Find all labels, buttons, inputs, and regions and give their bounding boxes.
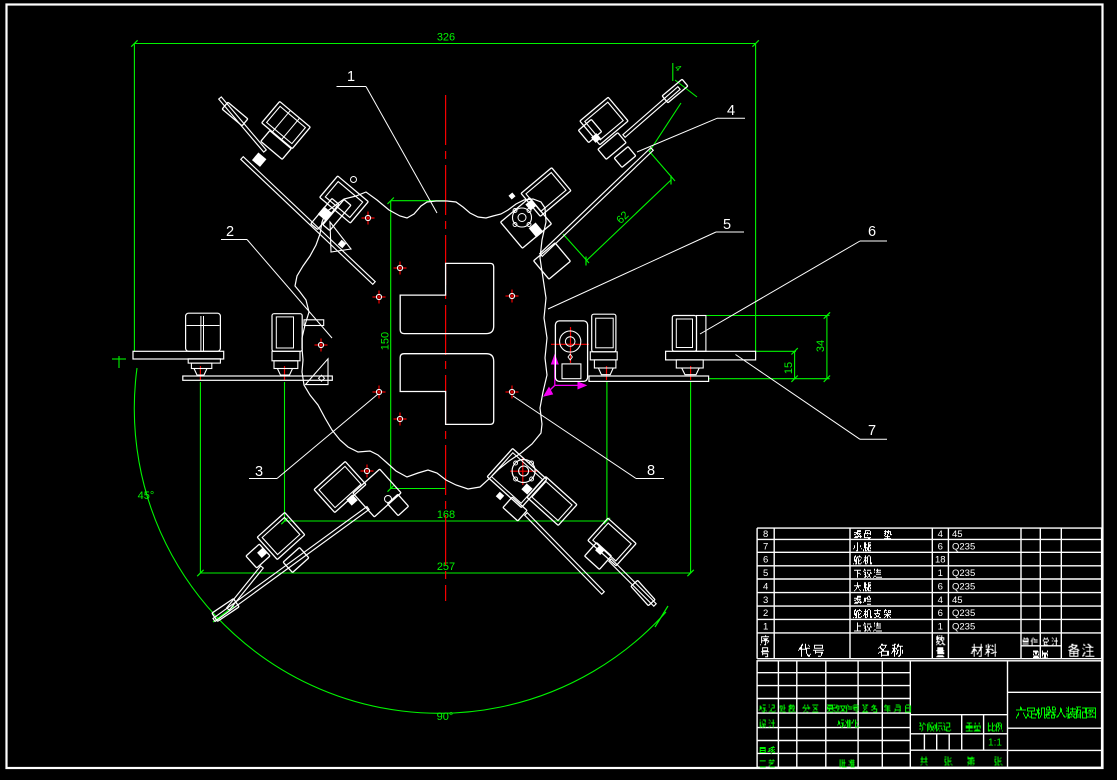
svg-text:2: 2 xyxy=(226,224,234,240)
svg-text:4: 4 xyxy=(727,103,735,119)
svg-text:15: 15 xyxy=(783,362,795,374)
svg-text:1: 1 xyxy=(763,622,768,633)
svg-text:45: 45 xyxy=(952,529,963,540)
svg-text:1: 1 xyxy=(938,568,943,579)
svg-text:8: 8 xyxy=(763,529,768,540)
svg-text:6: 6 xyxy=(868,224,876,240)
svg-text:5: 5 xyxy=(723,217,731,233)
svg-text:1:1: 1:1 xyxy=(988,738,1002,749)
svg-text:1: 1 xyxy=(938,622,943,633)
svg-text:4: 4 xyxy=(938,595,943,606)
svg-text:45: 45 xyxy=(952,595,963,606)
svg-text:3: 3 xyxy=(763,595,768,606)
svg-text:4: 4 xyxy=(673,63,684,74)
svg-text:257: 257 xyxy=(437,561,455,573)
svg-text:150: 150 xyxy=(380,332,392,350)
svg-text:1: 1 xyxy=(347,69,355,85)
svg-text:4: 4 xyxy=(763,581,768,592)
svg-text:6: 6 xyxy=(938,608,943,619)
svg-text:18: 18 xyxy=(935,555,946,566)
svg-text:6: 6 xyxy=(763,555,768,566)
svg-text:8: 8 xyxy=(647,463,655,479)
svg-text:6: 6 xyxy=(938,581,943,592)
svg-text:5: 5 xyxy=(763,568,768,579)
svg-text:Q235: Q235 xyxy=(952,608,975,619)
svg-text:Q235: Q235 xyxy=(952,622,975,633)
svg-text:2: 2 xyxy=(763,608,768,619)
svg-text:326: 326 xyxy=(437,32,455,44)
svg-text:3: 3 xyxy=(255,464,263,480)
svg-text:6: 6 xyxy=(938,541,943,552)
svg-text:Q235: Q235 xyxy=(952,581,975,592)
svg-text:7: 7 xyxy=(763,541,768,552)
svg-text:7: 7 xyxy=(868,423,876,439)
svg-text:Q235: Q235 xyxy=(952,541,975,552)
svg-text:4: 4 xyxy=(938,529,943,540)
svg-text:90°: 90° xyxy=(437,711,454,723)
svg-text:Q235: Q235 xyxy=(952,568,975,579)
svg-text:34: 34 xyxy=(815,340,827,352)
svg-text:45°: 45° xyxy=(138,490,155,502)
